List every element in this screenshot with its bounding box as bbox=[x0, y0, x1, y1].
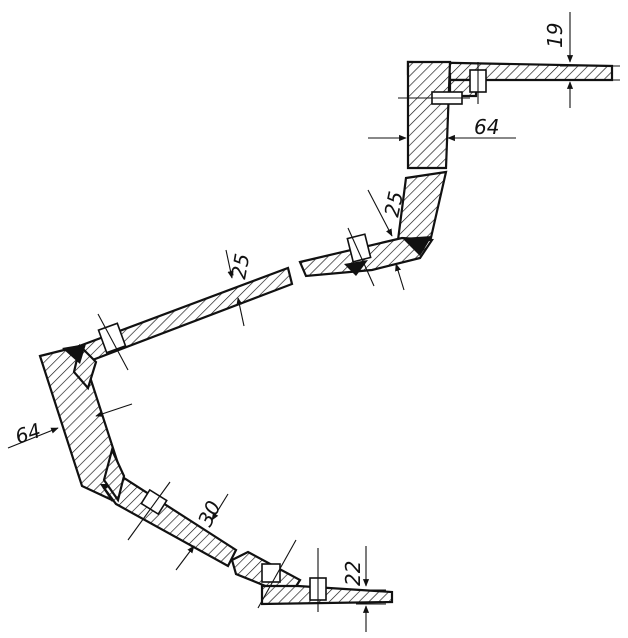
dimension-19: 19 bbox=[543, 12, 620, 108]
left-upper-weld bbox=[62, 344, 86, 364]
dimension-label-22: 22 bbox=[341, 561, 365, 586]
upper-mid-weld bbox=[344, 260, 368, 276]
upper-diagonal-assembly bbox=[298, 170, 448, 287]
bottom-flange-plate bbox=[260, 584, 394, 606]
dimension-label-25-upper: 25 bbox=[379, 189, 408, 219]
lower-diagonal-bolt bbox=[140, 488, 168, 516]
bottom-assembly bbox=[230, 539, 394, 612]
middle-strip-bolt bbox=[97, 322, 127, 354]
top-assembly bbox=[398, 60, 614, 170]
upper-knee-weld bbox=[402, 236, 432, 256]
dimension-label-25-middle: 25 bbox=[226, 252, 254, 281]
lower-cleat bbox=[102, 446, 126, 503]
dimension-label-19: 19 bbox=[543, 23, 567, 48]
dimension-label-64-upper: 64 bbox=[474, 115, 499, 139]
dimension-22: 22 bbox=[341, 546, 386, 632]
dimension-25-middle: 25 bbox=[225, 249, 254, 327]
dimension-25-upper: 25 bbox=[367, 189, 408, 291]
middle-strip-assembly bbox=[72, 266, 294, 371]
upper-web-plate bbox=[406, 60, 452, 170]
lower-diagonal-assembly bbox=[102, 446, 238, 568]
dimension-64-upper: 64 bbox=[368, 115, 516, 142]
